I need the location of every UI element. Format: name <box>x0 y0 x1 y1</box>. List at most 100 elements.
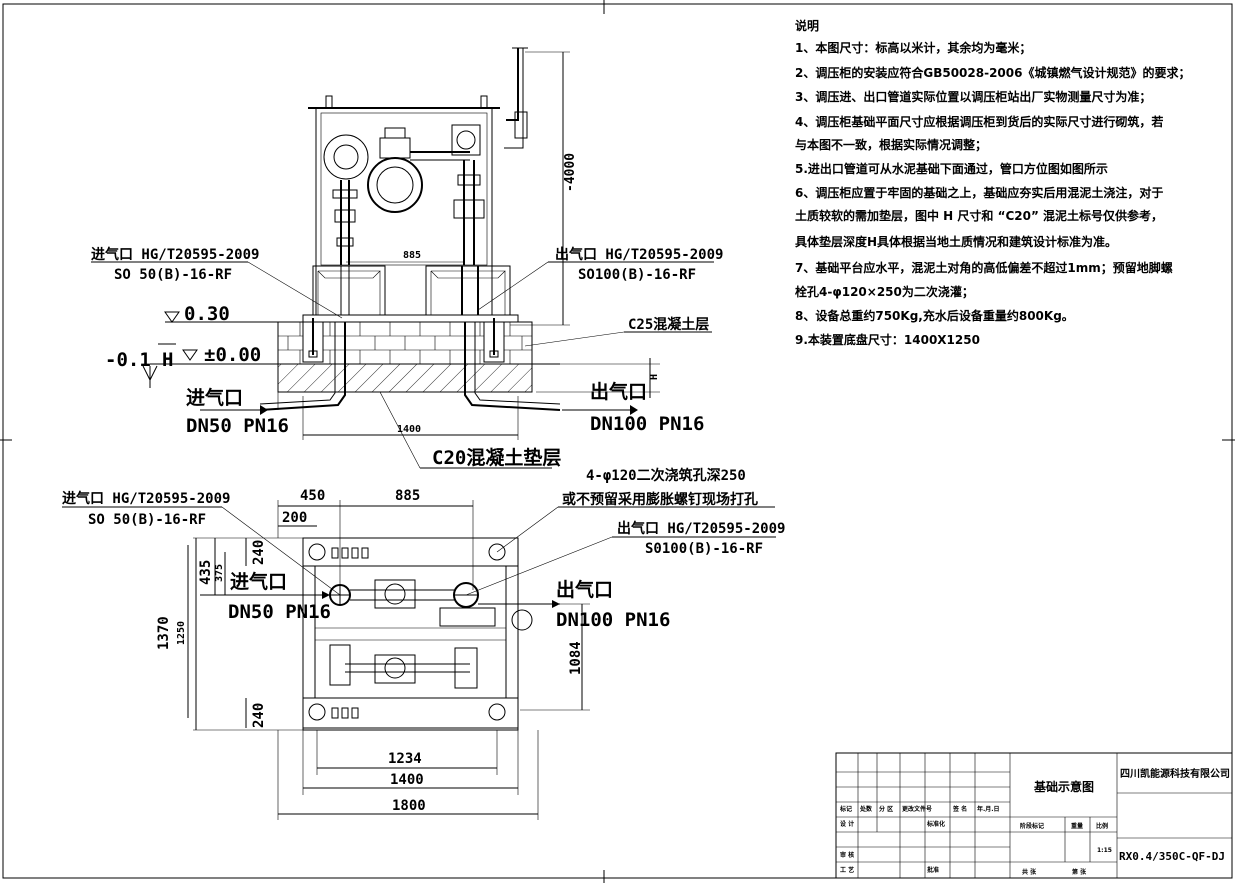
plan-inlet-size: DN50 PN16 <box>228 601 331 623</box>
title-block: 标记 处数 分 区 更改文件号 签 名 年.月.日 设 计 标准化 审 核 工 … <box>835 752 1233 879</box>
tb-h-stage: 阶段标记 <box>1020 822 1044 830</box>
plan-dim-1370: 1370 <box>156 616 172 650</box>
elev-inlet-std: 进气口 HG/T20595-2009 <box>91 246 259 263</box>
h-mark-side: H <box>649 374 660 380</box>
plan-dim-885: 885 <box>395 488 420 504</box>
regulator-body-icon <box>367 157 423 213</box>
plan-dim-1084: 1084 <box>568 641 584 675</box>
elev-c25-label: C25混凝土层 <box>628 316 709 333</box>
plan-outlet-std: 出气口 HG/T20595-2009 <box>617 520 785 537</box>
notes-line: 9.本装置底盘尺寸：1400X1250 <box>795 332 980 347</box>
plan-dim-1250: 1250 <box>176 621 187 645</box>
plan-outlet-size: DN100 PN16 <box>556 609 670 631</box>
elev-inlet-size: DN50 PN16 <box>186 415 289 437</box>
notes-line: 4、调压柜基础平面尺寸应根据调压柜到货后的实际尺寸进行砌筑，若 <box>795 114 1163 129</box>
anchor-hole-tr <box>488 543 506 561</box>
plan-outlet-flange: S0100(B)-16-RF <box>645 541 763 557</box>
plan-holes-note-1: 4-φ120二次浇筑孔深250 <box>586 467 746 484</box>
tb-h-process: 工 艺 <box>840 866 854 874</box>
tb-h-ratio: 比例 <box>1096 822 1108 830</box>
notes-line: 栓孔4-φ120×250为二次浇灌； <box>795 284 974 299</box>
tb-h-page: 第 张 <box>1071 868 1087 876</box>
tb-h-approve: 批准 <box>927 866 939 874</box>
plan-dim-240-bot: 240 <box>251 703 267 728</box>
plan-bolts <box>331 547 369 719</box>
tb-h-mark: 标记 <box>839 805 852 813</box>
tb-drawing-title: 基础示意图 <box>1033 779 1094 794</box>
notes-line: 3、调压进、出口管道实际位置以调压柜站出厂实物测量尺寸为准； <box>795 89 1151 104</box>
tb-h-design: 设 计 <box>840 820 854 828</box>
inlet-flange-symbol <box>323 134 369 180</box>
plan-view: 450 885 200 1370 1250 435 375 240 240 10… <box>62 467 785 820</box>
notes-block: 说明 1、本图尺寸：标高以米计，其余均为毫米； 2、调压柜的安装应符合GB5002… <box>795 18 1190 347</box>
level-000-text: ±0.00 <box>204 344 261 366</box>
elev-outlet-size: DN100 PN16 <box>590 413 704 435</box>
cabinet-outline <box>315 107 493 319</box>
plan-dim-1234: 1234 <box>388 751 422 767</box>
cabinet-inner <box>320 112 488 266</box>
elev-dim-4000: -4000 <box>563 153 578 192</box>
plan-dim-435: 435 <box>198 560 214 585</box>
tb-scale: 1:15 <box>1097 847 1112 854</box>
tb-h-total: 共 张 <box>1022 868 1037 876</box>
tb-h-date: 年.月.日 <box>977 805 1000 813</box>
plan-dim-375: 375 <box>214 564 225 582</box>
h-mark-left: H <box>162 349 173 371</box>
notes-line: 8、设备总重约750Kg,充水后设备重量约800Kg。 <box>795 308 1074 323</box>
elev-outlet-flange: SO100(B)-16-RF <box>578 267 696 283</box>
notes-line: 5.进出口管道可从水泥基础下面通过，管口方位图如图所示 <box>795 161 1108 176</box>
notes-line: 具体垫层深度H具体根据当地土质情况和建筑设计标准为准。 <box>795 234 1117 249</box>
plan-dim-1400: 1400 <box>390 772 424 788</box>
tb-h-std: 标准化 <box>926 820 945 828</box>
plan-frame <box>302 537 519 731</box>
plan-inlet-label: 进气口 <box>230 570 287 593</box>
level-030-triangle <box>164 311 180 323</box>
elev-inlet-label: 进气口 <box>186 386 243 409</box>
notes-line: 土质较软的需加垫层，图中 H 尺寸和 “C20” 混泥土标号仅供参考， <box>795 208 1163 223</box>
level-low-text: -0.1 <box>105 349 151 371</box>
notes-line: 2、调压柜的安装应符合GB50028-2006《城镇燃气设计规范》的要求； <box>795 65 1190 80</box>
plan-regulator-1 <box>374 579 416 609</box>
plan-top-beam <box>302 537 519 567</box>
tb-h-zone: 分 区 <box>879 805 893 813</box>
plan-holes-note-2: 或不预留采用膨胀螺钉现场打孔 <box>562 491 758 508</box>
tb-h-weight: 重量 <box>1071 822 1083 830</box>
elev-outlet-label: 出气口 <box>590 380 647 403</box>
outlet-pedestal <box>425 265 511 319</box>
elev-outlet-std: 出气口 HG/T20595-2009 <box>555 246 723 263</box>
elev-c20-label: C20混凝土垫层 <box>432 446 561 469</box>
tb-company: 四川凯能源科技有限公司 <box>1120 767 1230 780</box>
level-030-text: 0.30 <box>184 303 230 325</box>
elev-dim-885: 885 <box>403 250 421 261</box>
plan-bottom-beam <box>302 697 519 729</box>
c20-cushion-layer <box>277 363 533 393</box>
elev-inlet-flange: SO 50(B)-16-RF <box>114 267 232 283</box>
outlet-pipe-underground <box>464 322 561 411</box>
plan-outlet-label: 出气口 <box>556 578 613 601</box>
notes-line: 1、本图尺寸：标高以米计，其余均为毫米； <box>795 40 1031 55</box>
elevation-view: 1400 885 -4000 H 0.30 ±0.00 -0.1 H 进气口 H… <box>91 47 723 469</box>
notes-line: 与本图不一致，根据实际情况调整； <box>795 137 987 152</box>
notes-lines: 1、本图尺寸：标高以米计，其余均为毫米； 2、调压柜的安装应符合GB50028-2… <box>795 40 1190 347</box>
plan-inlet-std: 进气口 HG/T20595-2009 <box>62 490 230 507</box>
tb-h-review: 审 核 <box>840 851 854 859</box>
notes-line: 6、调压柜应置于牢固的基础之上，基础应夯实后用混泥土浇注，对于 <box>795 185 1163 200</box>
elev-dim-1400: 1400 <box>397 424 421 435</box>
vent-pipe <box>506 48 519 121</box>
tb-drawing-no: RX0.4/350C-QF-DJ <box>1119 850 1225 863</box>
plan-dim-450: 450 <box>300 488 325 504</box>
inlet-pipe-underground <box>259 322 346 411</box>
plan-dim-240-top: 240 <box>251 540 267 565</box>
anchor-hole-tl <box>308 543 326 561</box>
tb-h-sign: 签 名 <box>952 805 967 813</box>
tb-h-change: 更改文件号 <box>902 805 932 813</box>
plan-inlet-flange: SO 50(B)-16-RF <box>88 512 206 528</box>
base-plate <box>302 314 519 323</box>
notes-title: 说明 <box>795 18 819 33</box>
tb-h-count: 处数 <box>859 805 873 813</box>
anchor-hole-br <box>488 703 506 721</box>
level-000-triangle <box>182 349 198 361</box>
plan-dim-200: 200 <box>282 510 307 526</box>
